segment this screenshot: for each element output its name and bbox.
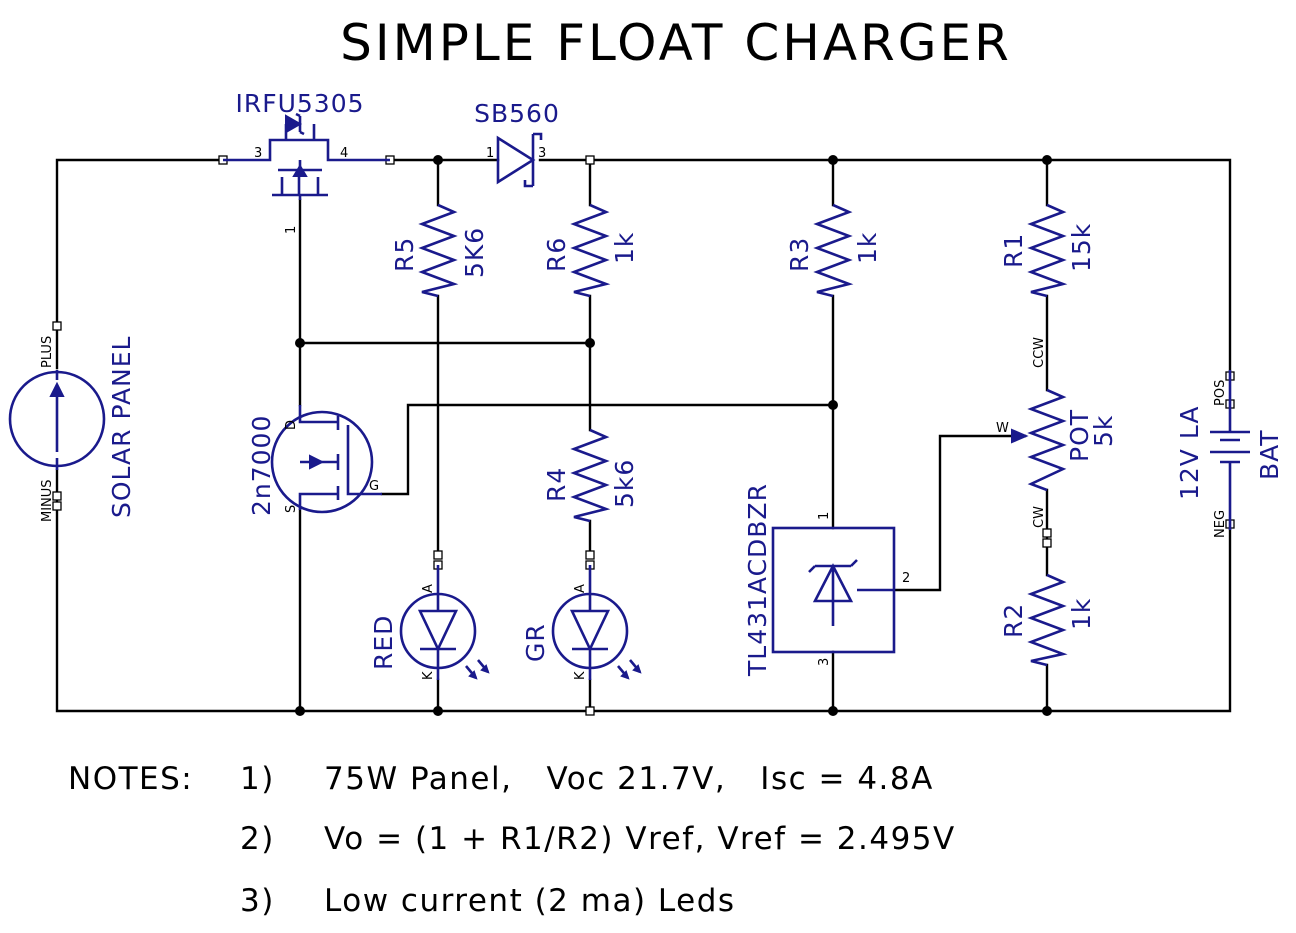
r6-resistor: R6 1k (542, 203, 639, 298)
r3-ref: R3 (785, 237, 814, 272)
note-2-number: 2) (240, 821, 275, 857)
r2-ref: R2 (999, 603, 1028, 638)
battery: 12V LA BAT POS NEG (1175, 370, 1284, 538)
notes: NOTES: 1) 75W Panel, Voc 21.7V, Isc = 4.… (68, 761, 956, 919)
red-led: RED A K (369, 565, 490, 680)
u1-pin-2: 2 (902, 571, 910, 586)
r6-ref: R6 (542, 237, 571, 272)
junction-dots (295, 155, 1052, 716)
r3-resistor: R3 1k (785, 203, 882, 298)
green-led-pin-k: K (573, 671, 588, 680)
wires (55, 158, 1232, 713)
battery-neg-label: NEG (1213, 510, 1228, 538)
pot-ccw-label: CCW (1032, 337, 1047, 368)
q1-pin-1: 1 (284, 226, 299, 234)
battery-type-label: 12V LA (1175, 406, 1204, 500)
note-2-text: Vo = (1 + R1/R2) Vref, Vref = 2.495V (324, 821, 956, 857)
q2-nmosfet: 2n7000 D S G (247, 405, 382, 516)
q2-pin-d: D (284, 420, 299, 430)
pot-ref: POT (1065, 409, 1094, 462)
r3-value: 1k (853, 232, 882, 264)
solar-panel-minus: MINUS (40, 479, 55, 522)
pot-wiper-label: W (996, 421, 1009, 436)
green-led-label: GR (521, 623, 550, 662)
q2-pin-s: S (284, 505, 299, 513)
red-led-label: RED (369, 615, 398, 670)
note-3-text: Low current (2 ma) Leds (324, 883, 736, 919)
green-led: GR A K (521, 565, 642, 680)
q1-part-label: IRFU5305 (235, 89, 364, 118)
green-led-pin-a: A (573, 584, 588, 593)
solar-panel-plus: PLUS (40, 336, 55, 368)
pin-pads (52, 155, 1235, 716)
r1-resistor: R1 15k (999, 203, 1096, 298)
note-1-text: 75W Panel, Voc 21.7V, Isc = 4.8A (324, 761, 934, 797)
u1-part-label: TL431ACDBZR (743, 483, 772, 677)
q1-pin-4: 4 (340, 146, 348, 161)
d1-pin-1: 1 (486, 146, 494, 161)
r4-ref: R4 (542, 467, 571, 502)
battery-name-label: BAT (1255, 429, 1284, 480)
battery-pos-label: POS (1213, 380, 1228, 406)
r1-ref: R1 (999, 233, 1028, 268)
pot-cw-label: CW (1032, 506, 1047, 528)
note-3-number: 3) (240, 883, 275, 919)
notes-heading: NOTES: (68, 761, 193, 797)
solar-panel: SOLAR PANEL PLUS MINUS (8, 336, 136, 522)
d1-part-label: SB560 (474, 99, 560, 128)
u1-tl431: TL431ACDBZR 1 2 3 (743, 483, 910, 677)
q1-pin-3: 3 (254, 146, 262, 161)
potentiometer: POT 5k CCW CW W (996, 337, 1118, 528)
note-1-number: 1) (240, 761, 275, 797)
u1-pin-1: 1 (817, 512, 832, 520)
r6-value: 1k (610, 232, 639, 264)
r1-value: 15k (1067, 223, 1096, 272)
pot-value: 5k (1089, 415, 1118, 447)
d1-pin-3: 3 (538, 146, 546, 161)
q2-pin-g: G (369, 479, 379, 494)
r2-value: 1k (1067, 598, 1096, 630)
d1-schottky-diode: SB560 1 3 (474, 99, 560, 188)
q1-pmosfet: IRFU5305 3 4 1 (223, 89, 390, 234)
r2-resistor: R2 1k (999, 573, 1096, 667)
red-led-pin-k: K (421, 671, 436, 680)
diagram-title: SIMPLE FLOAT CHARGER (340, 14, 1012, 72)
r4-resistor: R4 5k6 (542, 428, 639, 523)
r5-value: 5K6 (460, 227, 489, 278)
solar-panel-label: SOLAR PANEL (107, 336, 136, 518)
u1-pin-3: 3 (817, 658, 832, 666)
r5-ref: R5 (390, 237, 419, 272)
q2-part-label: 2n7000 (247, 415, 276, 516)
red-led-pin-a: A (421, 584, 436, 593)
r4-value: 5k6 (610, 459, 639, 508)
r5-resistor: R5 5K6 (390, 203, 489, 298)
